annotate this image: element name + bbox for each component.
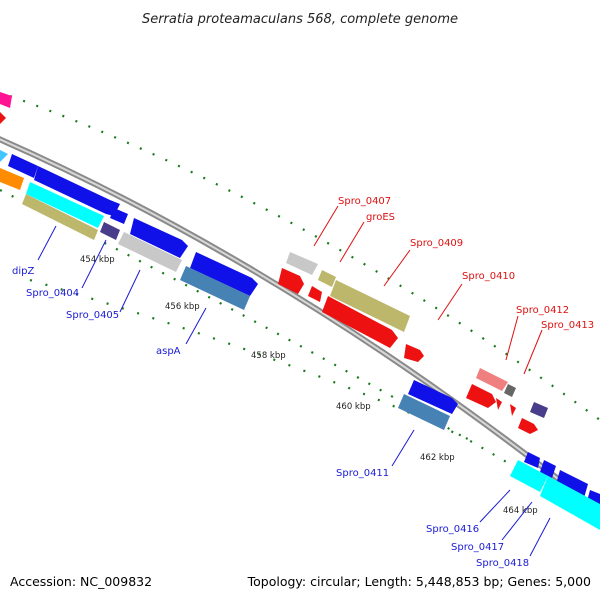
tick-label: 456 kbp — [165, 302, 200, 312]
gene-arrow — [278, 268, 304, 294]
gene-arrow — [0, 150, 8, 162]
gene-arrow — [556, 470, 588, 498]
gene-arrow — [190, 252, 258, 296]
gene-arrow — [476, 368, 508, 391]
gc-inner-dots-2 — [29, 278, 471, 441]
gene-arrow — [540, 460, 556, 478]
gene-arrow — [0, 168, 24, 190]
gene-arrow — [34, 166, 120, 216]
gene-arrow — [404, 344, 424, 362]
gene-arrow — [118, 232, 182, 272]
gene-arrow — [504, 384, 516, 397]
gene-arrow — [0, 92, 12, 108]
tick-label: 462 kbp — [420, 453, 455, 463]
gene-arrow — [110, 208, 128, 224]
gene-arrow — [8, 154, 38, 178]
gene-label-spro-0411[interactable]: Spro_0411 — [336, 468, 389, 479]
blue-labels: dipZ Spro_0404 Spro_0405 aspA Spro_0411 … — [12, 225, 551, 569]
gene-arrow — [510, 404, 516, 416]
gene-arrow — [496, 398, 502, 410]
gene-arrow — [100, 222, 120, 240]
gene-label-spro-0407[interactable]: Spro_0407 — [338, 196, 391, 207]
tick-label: 454 kbp — [80, 255, 115, 265]
gene-label-spro-0417[interactable]: Spro_0417 — [451, 542, 504, 553]
gene-arrow — [318, 270, 336, 287]
tick-label: 458 kbp — [251, 351, 286, 361]
gene-label-spro-0412[interactable]: Spro_0412 — [516, 305, 569, 316]
gene-label-spro-0410[interactable]: Spro_0410 — [462, 271, 515, 282]
gene-arrow — [26, 182, 104, 228]
gene-arrow — [466, 384, 496, 408]
tick-label: 464 kbp — [503, 506, 538, 516]
genome-backbone — [0, 136, 600, 516]
gene-arrow — [510, 460, 548, 492]
gene-arrow — [408, 380, 458, 414]
gene-label-spro-0416[interactable]: Spro_0416 — [426, 524, 479, 535]
inner-track-genes — [0, 168, 600, 530]
gene-label-spro-0409[interactable]: Spro_0409 — [410, 238, 463, 249]
map-title: Serratia proteamaculans 568, complete ge… — [142, 12, 458, 27]
gene-arrow — [518, 418, 538, 434]
tick-labels: 454 kbp 456 kbp 458 kbp 460 kbp 462 kbp … — [80, 255, 538, 516]
gene-arrow — [0, 112, 6, 124]
gene-arrow — [330, 280, 410, 332]
gene-arrow — [524, 452, 540, 468]
gene-label-spro-0418[interactable]: Spro_0418 — [476, 558, 529, 569]
gene-arrow — [322, 296, 398, 348]
accession-text: Accession: NC_009832 — [10, 574, 152, 589]
gene-label-spro-0405[interactable]: Spro_0405 — [66, 310, 119, 321]
topology-text: Topology: circular; Length: 5,448,853 bp… — [247, 574, 591, 589]
gene-arrow — [22, 194, 98, 240]
gene-arrow — [540, 476, 600, 530]
gene-label-groes[interactable]: groES — [366, 212, 395, 223]
gene-arrow — [130, 218, 188, 258]
gene-label-aspa[interactable]: aspA — [156, 346, 181, 357]
gene-arrow — [180, 266, 250, 310]
forward-strand-genes — [0, 92, 516, 397]
tick-label: 460 kbp — [336, 402, 371, 412]
gene-label-spro-0404[interactable]: Spro_0404 — [26, 288, 79, 299]
gene-arrow — [308, 286, 322, 302]
red-labels: Spro_0407 groES Spro_0409 Spro_0410 Spro… — [313, 196, 594, 375]
gene-arrow — [530, 402, 548, 418]
gene-label-dipz[interactable]: dipZ — [12, 266, 34, 277]
gene-label-spro-0413[interactable]: Spro_0413 — [541, 320, 594, 331]
reverse-strand-genes — [0, 150, 600, 512]
gene-arrow — [398, 394, 450, 430]
gene-arrow — [286, 252, 318, 275]
